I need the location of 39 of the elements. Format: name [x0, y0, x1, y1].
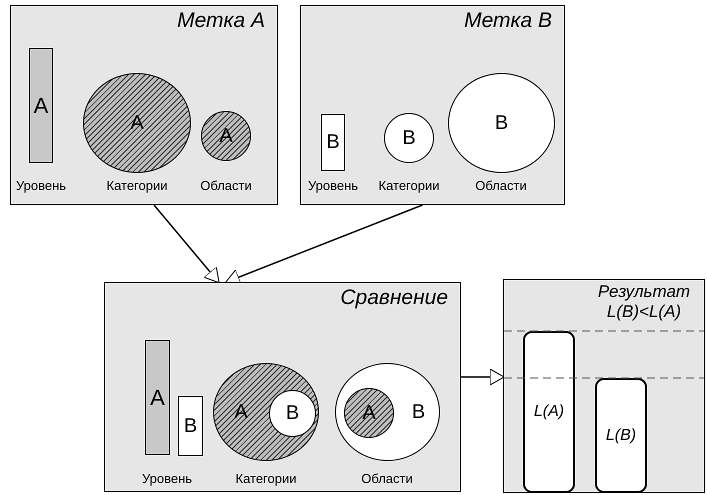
node-label: Категории: [378, 178, 440, 193]
panel-title: Метка A: [177, 10, 265, 32]
node-label: Категории: [106, 178, 168, 193]
panel-title: Сравнение: [340, 287, 448, 309]
arrow: [461, 368, 504, 386]
circle: [269, 390, 316, 437]
panel-title: Метка B: [464, 10, 552, 32]
rounded-bar: [595, 378, 647, 493]
shape-label: B: [184, 414, 198, 438]
shape-label: B: [412, 400, 426, 424]
arrow: [153, 204, 220, 284]
node-label: Области: [200, 178, 252, 193]
shape-label: A: [150, 384, 165, 410]
panel: [503, 279, 705, 493]
shape-label: B: [402, 126, 416, 150]
panel: [104, 282, 461, 492]
shape-label: L(A): [534, 403, 564, 421]
shape-label: B: [494, 112, 508, 134]
hatched-circle: [201, 111, 251, 161]
node-label: Области: [361, 471, 413, 486]
level-bar: [29, 48, 53, 163]
level-bar: [178, 396, 203, 456]
shape-label: B: [286, 402, 300, 425]
panel-title: Результат L(B)<L(A): [596, 282, 692, 322]
level-bar: [145, 340, 170, 455]
panel: [10, 5, 278, 205]
level-bar: [321, 114, 345, 171]
node-label: Уровень: [16, 178, 66, 193]
shape-label: L(B): [606, 426, 636, 444]
shape-label: A: [34, 92, 48, 118]
shape-label: B: [326, 131, 340, 154]
panel: [300, 5, 565, 205]
rounded-bar: [523, 331, 575, 493]
node-label: Категории: [236, 471, 296, 486]
hatched-circle: [344, 388, 394, 438]
node-label: Уровень: [308, 178, 358, 193]
node-label: Уровень: [142, 471, 192, 486]
circle: [384, 113, 434, 163]
node-label: Области: [475, 178, 527, 193]
